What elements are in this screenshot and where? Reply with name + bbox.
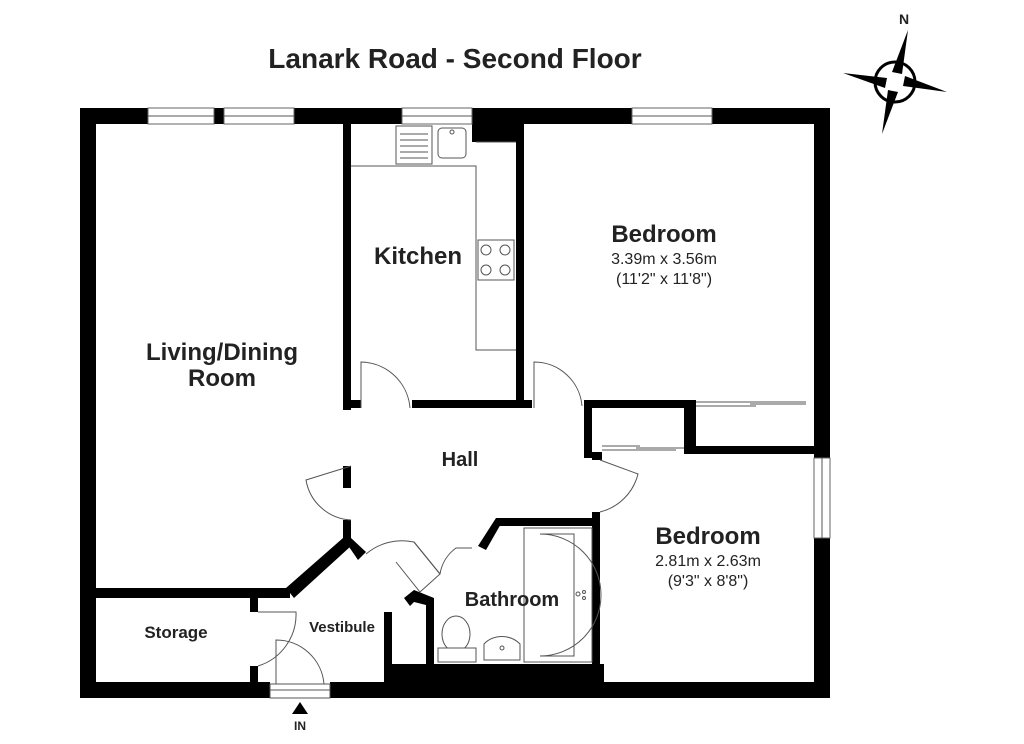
wardrobes (602, 401, 806, 451)
compass-icon: N (843, 11, 947, 134)
plan-title: Lanark Road - Second Floor (268, 43, 641, 74)
entrance-label: IN (294, 719, 306, 733)
doors (257, 361, 639, 699)
windows (147, 107, 831, 539)
bedroom-2-label: Bedroom (655, 523, 760, 550)
interior-walls (80, 124, 814, 684)
storage-label: Storage (144, 623, 207, 642)
bedroom-1-label: Bedroom (611, 221, 716, 248)
entrance-marker: IN (292, 702, 308, 733)
vestibule-label: Vestibule (309, 619, 375, 636)
bathroom-fixtures (437, 527, 602, 663)
bedroom-2-metric: 2.81m x 2.63m (655, 553, 761, 570)
living-room-label-line2: Room (188, 365, 256, 392)
bathroom-label: Bathroom (465, 589, 559, 611)
hall-label: Hall (442, 449, 479, 471)
entrance-arrow-icon (292, 702, 308, 714)
living-room-label: Living/Dining (146, 339, 298, 366)
bedroom-2-imperial: (9'3" x 8'8") (668, 573, 749, 590)
kitchen-units (351, 125, 516, 351)
bedroom-1-metric: 3.39m x 3.56m (611, 251, 717, 268)
bedroom-1-imperial: (11'2" x 11'8") (616, 271, 712, 288)
kitchen-label: Kitchen (374, 243, 462, 270)
compass-north-label: N (899, 11, 909, 27)
